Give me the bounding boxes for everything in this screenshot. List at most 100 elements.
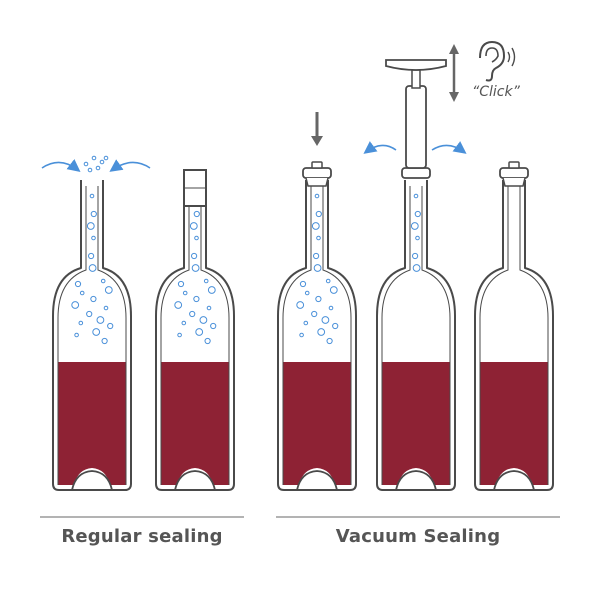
bubble <box>191 252 198 260</box>
bubble <box>311 222 320 230</box>
bubble <box>86 310 93 318</box>
regular-sealing-label: Regular sealing <box>61 526 223 547</box>
vacuum-stopper-valve <box>311 161 323 169</box>
click-label: “Click” <box>472 84 520 100</box>
air-bubbles <box>410 193 421 272</box>
sound-wave <box>511 47 516 67</box>
bubble <box>89 193 95 199</box>
bubble <box>74 280 82 288</box>
sound-wave <box>507 51 511 63</box>
bottle-vacuum-sealed <box>474 161 554 491</box>
bottle-regular-corked <box>155 169 235 491</box>
bubble <box>74 332 79 338</box>
bubble <box>92 328 101 336</box>
bubble <box>325 278 331 284</box>
pump-handle <box>385 59 447 71</box>
vacuum-stopper-cap <box>302 167 332 179</box>
down-arrow-head <box>449 92 459 102</box>
air-out-arrow-left <box>363 141 397 154</box>
bubble <box>326 337 333 345</box>
air-out-arrow-right <box>431 141 467 154</box>
vacuum-sealing-label: Vacuum Sealing <box>335 526 501 547</box>
bubble <box>313 264 322 272</box>
bottles-layer <box>52 59 554 491</box>
bubble <box>329 286 338 294</box>
bubble <box>103 305 109 311</box>
bubble <box>107 322 114 330</box>
bubble <box>189 310 196 318</box>
bubble <box>90 295 97 303</box>
bubble <box>328 305 334 311</box>
vacuum-stopper-seal <box>502 177 526 187</box>
wine-fill <box>161 362 229 485</box>
bubble <box>177 332 182 338</box>
bottle-inner-line <box>282 186 352 485</box>
bubble <box>86 222 95 230</box>
bubble <box>207 286 216 294</box>
bubble <box>304 290 310 296</box>
air-in-arrow-left <box>41 159 81 172</box>
vacuum-stopper-valve <box>508 161 520 169</box>
bottle-punt <box>493 470 535 491</box>
bubble <box>315 210 322 218</box>
escaping-bubble <box>103 155 109 161</box>
bubble <box>181 320 187 326</box>
wine-fill <box>58 362 126 485</box>
bubble <box>193 295 200 303</box>
bubble <box>206 305 212 311</box>
bottle-outline <box>277 180 357 491</box>
bubble <box>415 235 420 241</box>
bubble <box>100 278 106 284</box>
bottle-vacuum-insert <box>277 161 357 491</box>
bottle-inner-line <box>479 186 549 485</box>
bubble <box>174 301 183 309</box>
bubble <box>332 322 339 330</box>
escaping-bubble <box>83 161 89 167</box>
bubble <box>296 301 305 309</box>
escaping-bubble <box>87 167 93 173</box>
pump-rod <box>411 69 421 89</box>
bubble <box>412 252 419 260</box>
pump-cylinder <box>405 85 427 169</box>
bottle-outline <box>52 180 132 491</box>
vacuum-stopper-seal <box>305 177 329 187</box>
bubble <box>78 320 84 326</box>
bubble <box>191 264 200 272</box>
bubble <box>314 193 320 199</box>
down-arrow-head <box>311 136 323 146</box>
bubble <box>413 193 419 199</box>
bottle-regular-open <box>52 180 132 491</box>
bottle-outline <box>474 180 554 491</box>
bubble <box>315 295 322 303</box>
overlay-layer <box>41 40 516 173</box>
bubble <box>189 222 198 230</box>
bubble <box>88 264 97 272</box>
ear-outline <box>479 40 506 82</box>
bottle-punt <box>174 470 216 491</box>
bubble <box>104 286 113 294</box>
bubble <box>79 290 85 296</box>
bubble <box>203 278 209 284</box>
bubble <box>414 210 421 218</box>
bottle-inner-line <box>57 186 127 485</box>
bottle-inner-line <box>160 186 230 485</box>
air-bubbles <box>296 193 339 345</box>
bottle-outline <box>376 180 456 491</box>
bubble <box>303 320 309 326</box>
bubble <box>210 322 217 330</box>
pump-base-cap <box>401 167 431 179</box>
bubble <box>299 280 307 288</box>
bubble <box>316 235 321 241</box>
escaping-bubble <box>99 159 105 165</box>
escaping-bubble <box>95 165 101 171</box>
bubble <box>195 328 204 336</box>
bubble <box>90 210 97 218</box>
escaping-bubble <box>91 155 97 161</box>
up-arrow-head <box>449 44 459 54</box>
bottle-punt <box>296 470 338 491</box>
bottle-inner-line <box>381 186 451 485</box>
bubble <box>101 337 108 345</box>
bubble <box>177 280 185 288</box>
bubble <box>299 332 304 338</box>
